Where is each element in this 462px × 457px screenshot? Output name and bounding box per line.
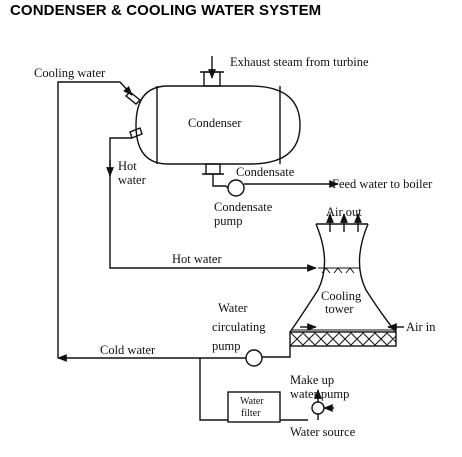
air-out-arrows [326, 213, 362, 232]
label-cooling-tower-1: Cooling [321, 289, 362, 303]
hot-water-outlet [106, 127, 317, 272]
label-cooling-tower-2: tower [325, 302, 354, 316]
label-cold-water: Cold water [100, 343, 156, 357]
label-water-circ-2: circulating [212, 320, 266, 334]
diagram-title: CONDENSER & COOLING WATER SYSTEM [10, 2, 322, 19]
label-water-circ-3: pump [212, 339, 240, 353]
label-water-filter-1: Water [240, 396, 264, 407]
exhaust-steam-inlet [200, 56, 224, 87]
condensate-outlet [202, 163, 226, 187]
water-filter-box [227, 391, 281, 423]
label-exhaust-steam: Exhaust steam from turbine [230, 55, 369, 69]
label-air-out: Air out [326, 205, 362, 219]
label-condensate-pump-1: Condensate [214, 200, 273, 214]
label-hot-water-2: water [118, 173, 147, 187]
label-makeup-2: water pump [290, 387, 349, 401]
condensate-pump [225, 179, 339, 197]
label-makeup-1: Make up [290, 373, 334, 387]
label-condenser: Condenser [188, 116, 242, 130]
label-hot-water-pipe: Hot water [172, 252, 222, 266]
label-feed-water: Feed water to boiler [332, 177, 433, 191]
cooling-water-inlet [57, 81, 142, 352]
label-water-source: Water source [290, 425, 356, 439]
label-air-in: Air in [406, 320, 436, 334]
label-hot-water-1: Hot [118, 159, 137, 173]
label-condensate: Condensate [236, 165, 295, 179]
label-cooling-water: Cooling water [34, 66, 106, 80]
label-water-circ-1: Water [218, 301, 248, 315]
label-water-filter-2: filter [241, 408, 261, 419]
label-condensate-pump-2: pump [214, 214, 242, 228]
cold-water-return [57, 346, 291, 367]
condenser-vessel [135, 85, 301, 165]
makeup-water-line [199, 358, 308, 423]
makeup-water-pump [311, 389, 334, 420]
